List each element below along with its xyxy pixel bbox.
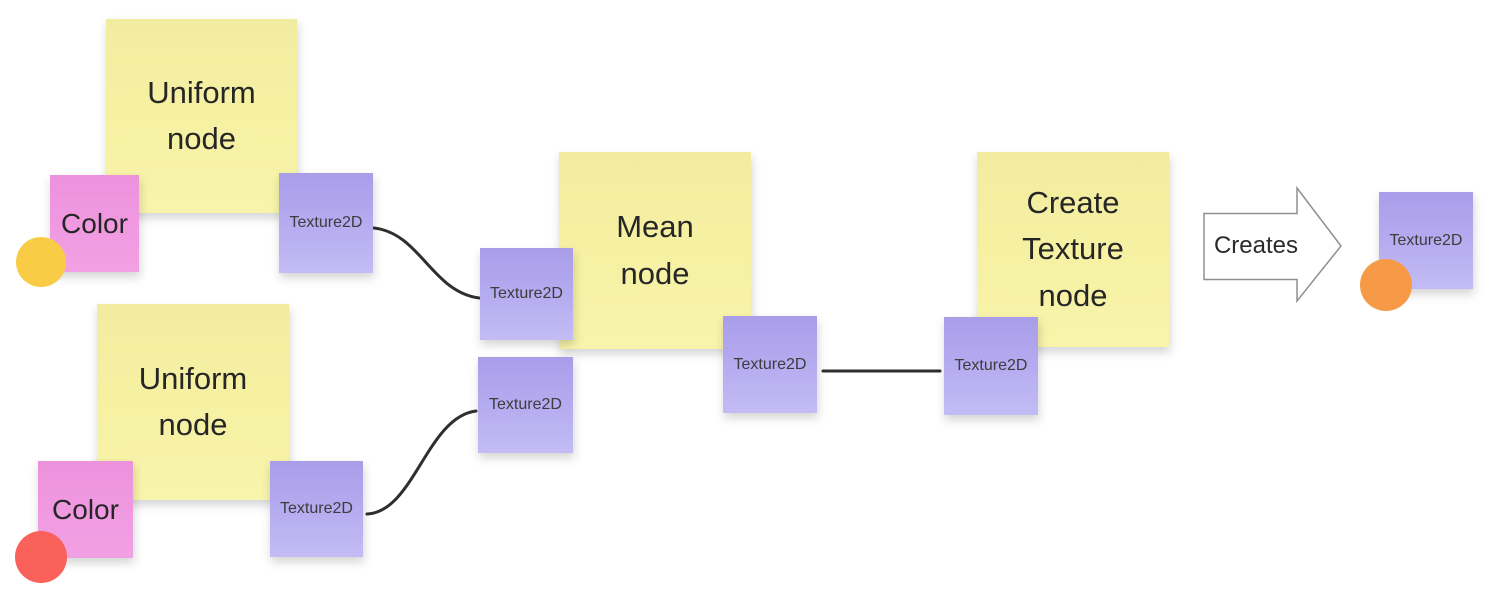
sticky-label: Color	[61, 207, 128, 239]
sticky-mean-node[interactable]: Mean node	[559, 152, 751, 349]
sticky-texture2d-mean-input-1[interactable]: Texture2D	[480, 248, 573, 340]
sticky-label: Uniform node	[147, 74, 256, 157]
creates-arrow[interactable]	[1203, 185, 1342, 304]
connector-uniform-top-to-mean[interactable]	[372, 226, 481, 300]
sticky-label: Texture2D	[1389, 231, 1463, 249]
orange-color-dot[interactable]	[1360, 259, 1412, 311]
sticky-texture2d-uniform-bottom-output[interactable]: Texture2D	[270, 461, 363, 557]
sticky-label: Texture2D	[289, 214, 363, 231]
sticky-label: Texture2D	[954, 357, 1028, 374]
sticky-texture2d-mean-output[interactable]: Texture2D	[723, 316, 817, 413]
sticky-texture2d-mean-input-2[interactable]: Texture2D	[478, 357, 573, 453]
yellow-color-dot[interactable]	[16, 237, 66, 287]
sticky-create-texture-node[interactable]: Create Texture node	[977, 152, 1169, 347]
sticky-label: Create Texture node	[1022, 184, 1124, 313]
connector-uniform-bottom-to-mean[interactable]	[365, 409, 478, 516]
sticky-label: Uniform node	[138, 360, 248, 443]
sticky-label: Mean node	[616, 209, 694, 291]
sticky-texture2d-uniform-top-output[interactable]: Texture2D	[279, 173, 373, 273]
sticky-label: Texture2D	[280, 500, 353, 517]
red-color-dot[interactable]	[15, 531, 67, 583]
sticky-label: Color	[52, 493, 119, 525]
sticky-texture2d-create-input[interactable]: Texture2D	[944, 317, 1038, 415]
sticky-label: Texture2D	[733, 355, 807, 373]
sticky-label: Texture2D	[489, 396, 562, 413]
creates-arrow-label: Creates	[1213, 232, 1299, 259]
sticky-label: Texture2D	[490, 285, 563, 302]
